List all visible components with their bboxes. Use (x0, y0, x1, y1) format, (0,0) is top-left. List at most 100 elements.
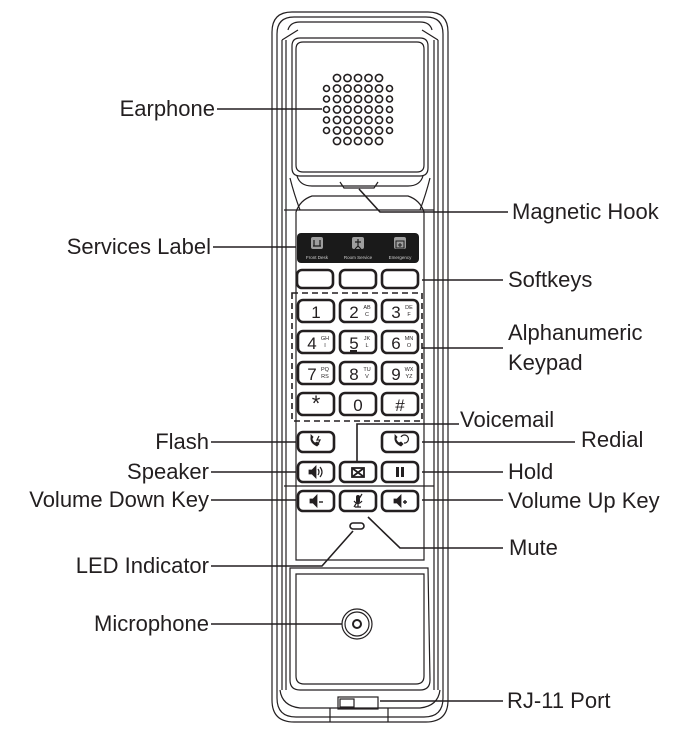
earphone-hole (332, 94, 342, 104)
keypad-key-4[interactable]: 4 GHI (296, 329, 336, 355)
hold-icon (396, 467, 404, 477)
label-mute: Mute (509, 535, 558, 560)
key-letters: I (324, 343, 326, 349)
microphone (341, 608, 373, 640)
key-letters: AB (363, 305, 371, 311)
keypad-key-hash[interactable]: # (380, 391, 420, 417)
key-letters: TU (363, 367, 370, 373)
key-digit: 5 (349, 334, 358, 353)
earphone-hole (343, 84, 352, 93)
earphone-hole (353, 136, 363, 146)
keypad-key-2[interactable]: 2 ABC (338, 298, 378, 324)
mute-key[interactable] (338, 489, 378, 513)
earphone-hole (353, 115, 363, 125)
label-microphone: Microphone (94, 611, 209, 636)
label-led: LED Indicator (75, 553, 209, 578)
voicemail-key[interactable] (338, 460, 378, 484)
volume-up-icon (393, 494, 407, 508)
earphone-hole (322, 84, 331, 93)
volume-up-key[interactable] (380, 489, 420, 513)
keypad-key-0[interactable]: 0 (338, 391, 378, 417)
earphone-hole (374, 84, 384, 93)
speaker-key[interactable] (296, 460, 336, 484)
softkey-2[interactable] (338, 268, 378, 290)
service-label: Front Desk (306, 255, 329, 260)
earphone-hole (364, 94, 373, 104)
volume-down-icon (309, 494, 323, 508)
redial-key[interactable] (380, 430, 420, 454)
earphone-hole (364, 105, 373, 114)
earphone-hole (332, 105, 342, 114)
key-letters: O (407, 343, 412, 349)
keypad-key-6[interactable]: 6 MNO (380, 329, 420, 355)
key-digit: 8 (349, 365, 358, 384)
mute-icon (353, 493, 363, 508)
label-speaker: Speaker (127, 459, 209, 484)
keypad-key-star[interactable]: * (296, 391, 336, 417)
earphone-hole (343, 126, 352, 135)
voicemail-icon (351, 467, 365, 478)
key-letters: WX (405, 367, 414, 373)
earphone-hole (353, 84, 363, 93)
earphone-hole (343, 115, 352, 125)
earphone-hole (343, 105, 352, 114)
service-label: Emergency (389, 255, 413, 260)
key-letters: C (365, 312, 369, 318)
earphone-hole (343, 94, 352, 104)
volume-down-key[interactable] (296, 489, 336, 513)
earphone-hole (374, 105, 384, 114)
flash-icon (310, 434, 321, 447)
key-digit: 2 (349, 303, 358, 322)
label-volume-up: Volume Up Key (508, 488, 660, 513)
earphone-grille (322, 73, 394, 146)
key-digit: 6 (391, 334, 400, 353)
leader-magnetic-hook (358, 188, 508, 213)
key-letters: GH (321, 336, 329, 342)
label-earphone: Earphone (119, 96, 215, 121)
leader-voicemail (356, 423, 459, 463)
earphone-area (289, 37, 431, 211)
earphone-hole (364, 73, 373, 83)
earphone-hole (364, 136, 373, 146)
earphone-hole (343, 73, 352, 83)
earphone-hole (364, 115, 373, 125)
softkey-1[interactable] (295, 268, 335, 290)
keypad-key-1[interactable]: 1 (296, 298, 336, 324)
handset-body (271, 11, 449, 723)
earphone-hole (385, 116, 394, 124)
softkey-3[interactable] (380, 268, 420, 290)
label-voicemail: Voicemail (460, 407, 555, 432)
key-letters: MN (405, 336, 414, 342)
hold-key[interactable] (380, 460, 420, 484)
earphone-hole (374, 136, 384, 146)
label-keypad: Alphanumeric (508, 320, 643, 345)
key-letters: PQ (321, 367, 330, 373)
key-letters: JK (364, 336, 371, 342)
flash-key[interactable] (296, 430, 336, 454)
softkeys (295, 268, 420, 290)
magnetic-hook (339, 181, 379, 189)
key-digit: 4 (307, 334, 316, 353)
label-rj11: RJ-11 Port (507, 688, 611, 713)
label-services: Services Label (66, 234, 211, 259)
key-digit: 7 (307, 365, 316, 384)
earphone-hole (364, 84, 373, 93)
front-desk-icon (311, 237, 323, 249)
leader-led (211, 530, 354, 567)
leader-mute (367, 516, 503, 549)
label-redial: Redial (581, 427, 644, 452)
earphone-hole (332, 115, 342, 125)
earphone-hole (385, 84, 394, 93)
earphone-hole (364, 126, 373, 135)
label-flash: Flash (155, 429, 209, 454)
earphone-hole (332, 84, 342, 93)
key-digit: 3 (391, 303, 400, 322)
earphone-hole (332, 73, 342, 83)
